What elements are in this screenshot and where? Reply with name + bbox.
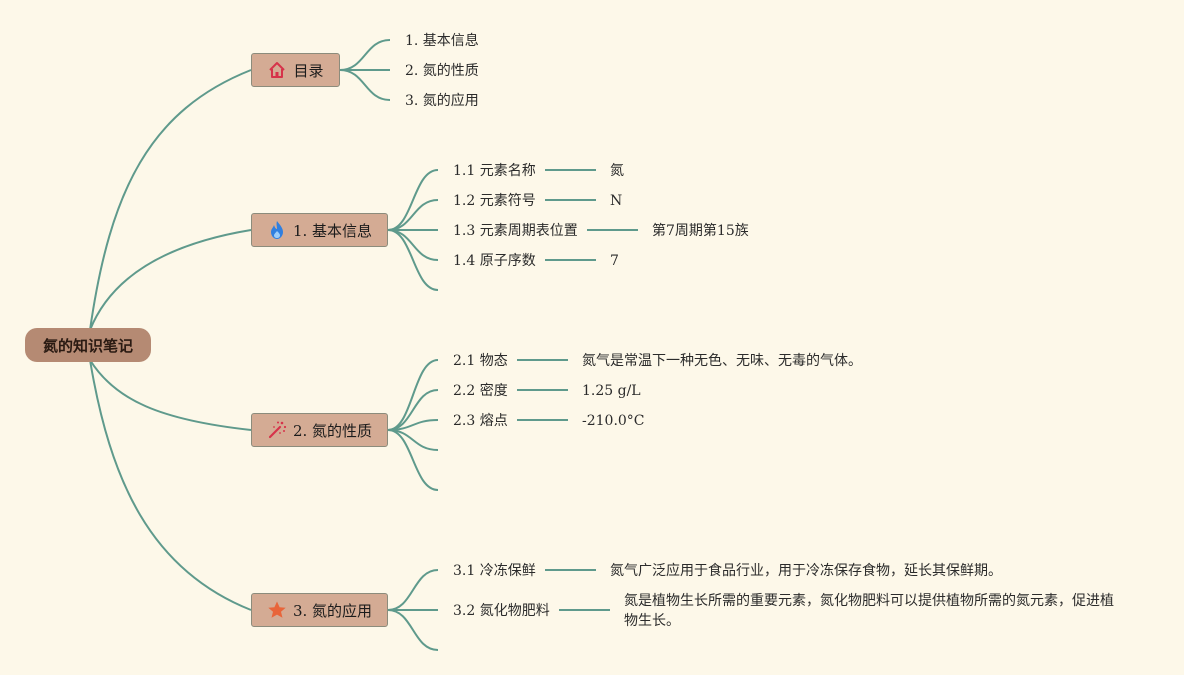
link-app-1: [387, 569, 439, 611]
prop-item-1-key[interactable]: 2.1 物态: [453, 353, 508, 369]
app-item-2-value[interactable]: 氮是植物生长所需的重要元素，氮化物肥料可以提供植物所需的氮元素，促进植物生长。: [624, 593, 1114, 629]
link-toc-1: [339, 39, 391, 71]
home-icon: [269, 62, 286, 78]
flame-icon: [270, 221, 283, 239]
link-toc-3: [339, 69, 391, 101]
link-basic-5: [387, 229, 439, 291]
prop-item-2-key[interactable]: 2.2 密度: [453, 383, 508, 399]
basic-item-3-value[interactable]: 第7周期第15族: [652, 223, 749, 239]
app-item-1-value[interactable]: 氮气广泛应用于食品行业，用于冷冻保存食物，延长其保鲜期。: [610, 563, 1002, 579]
toc-item-3[interactable]: 3. 氮的应用: [405, 93, 479, 109]
app-item-2-key[interactable]: 3.2 氮化物肥料: [453, 603, 550, 619]
basic-item-1-key[interactable]: 1.1 元素名称: [453, 163, 536, 179]
prop-item-3-value[interactable]: -210.0°C: [582, 413, 645, 429]
prop-item-2-value[interactable]: 1.25 g/L: [582, 383, 641, 399]
basic-item-4-key[interactable]: 1.4 原子序数: [453, 253, 536, 269]
branch-properties-label: 2. 氮的性质: [292, 421, 373, 440]
branch-basic-info-label: 1. 基本信息: [292, 221, 373, 240]
branch-applications[interactable]: 3. 氮的应用: [251, 593, 388, 627]
link-app-3: [387, 609, 439, 651]
link-root-applications: [89, 359, 252, 611]
root-label: 氮的知识笔记: [42, 336, 133, 355]
link-root-properties: [89, 359, 252, 431]
link-prop-5: [387, 429, 439, 491]
app-item-1-key[interactable]: 3.1 冷冻保鲜: [453, 563, 536, 579]
branch-toc[interactable]: 目录: [251, 53, 340, 87]
basic-item-2-value[interactable]: N: [610, 193, 623, 209]
toc-item-2[interactable]: 2. 氮的性质: [405, 63, 479, 79]
prop-item-1-value[interactable]: 氮气是常温下一种无色、无味、无毒的气体。: [582, 353, 862, 369]
toc-item-1[interactable]: 1. 基本信息: [405, 33, 479, 49]
basic-item-2-key[interactable]: 1.2 元素符号: [453, 193, 536, 209]
link-basic-4: [387, 229, 439, 261]
branch-toc-label: 目录: [293, 61, 324, 80]
link-basic-1: [387, 169, 439, 231]
branch-applications-label: 3. 氮的应用: [292, 601, 373, 620]
link-prop-1: [387, 359, 439, 431]
link-root-toc: [89, 69, 252, 331]
magic-wand-icon: [268, 421, 287, 439]
link-basic-2: [387, 199, 439, 231]
root-node[interactable]: 氮的知识笔记: [25, 328, 151, 362]
basic-item-4-value[interactable]: 7: [610, 253, 619, 269]
prop-item-3-key[interactable]: 2.3 熔点: [453, 413, 508, 429]
basic-item-3-key[interactable]: 1.3 元素周期表位置: [453, 223, 578, 239]
basic-item-1-value[interactable]: 氮: [610, 163, 624, 179]
star-icon: [268, 601, 286, 618]
link-root-basic: [89, 229, 252, 331]
branch-basic-info[interactable]: 1. 基本信息: [251, 213, 388, 247]
branch-properties[interactable]: 2. 氮的性质: [251, 413, 388, 447]
